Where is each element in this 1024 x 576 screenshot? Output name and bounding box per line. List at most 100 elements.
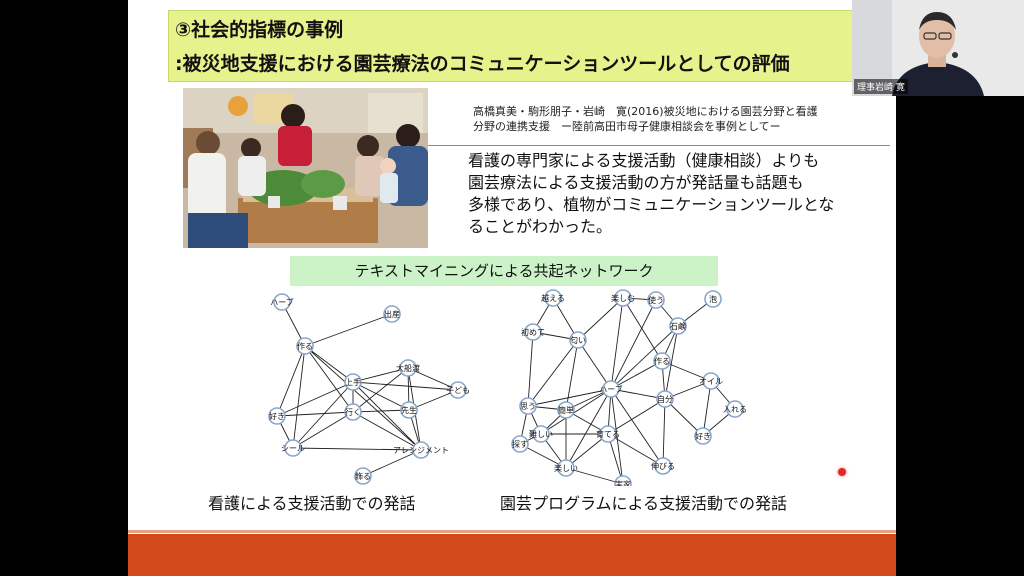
- presentation-slide: ③社会的指標の事例 :被災地支援における園芸療法のコミュニケーションツールとして…: [128, 0, 896, 576]
- network-node-circle: [354, 467, 372, 485]
- network-node-circle: [614, 289, 632, 307]
- network-node: 作る: [653, 352, 671, 370]
- network-edge: [661, 360, 712, 382]
- network-edge: [527, 388, 612, 407]
- footer-accent-line: [128, 530, 896, 533]
- network-edge: [408, 389, 459, 411]
- network-edge: [362, 449, 422, 477]
- network-node: 実家: [614, 475, 632, 486]
- network-edge: [304, 345, 354, 383]
- network-node-label: 難しい: [529, 429, 553, 439]
- network-edge: [610, 388, 666, 400]
- horticulture-cooccurrence-network: 越える楽しむ使う泡初めて石鹸匂い作るハーブオイル思う簡単自分入れる難しい育てる好…: [511, 289, 747, 486]
- slide-title: ③社会的指標の事例: [175, 19, 344, 41]
- speaker-name-label: 理事岩崎 寛: [854, 79, 908, 94]
- network-node: 好き: [268, 407, 286, 425]
- network-node-label: 石鹸: [670, 321, 686, 331]
- network-node-label: 入れる: [723, 405, 747, 414]
- network-edge: [702, 380, 712, 437]
- network-edge: [565, 467, 624, 485]
- network-edge: [527, 331, 534, 407]
- network-node-circle: [399, 359, 417, 377]
- network-edge: [662, 398, 666, 467]
- network-edge: [352, 381, 459, 391]
- network-node-label: 上手: [345, 377, 361, 387]
- slide-subtitle: :被災地支援における園芸療法のコミュニケーションツールとしての評価: [175, 53, 790, 75]
- network-node-label: 出産: [384, 309, 400, 319]
- network-edge: [352, 381, 410, 411]
- citation-line-1: 高橋真美・駒形朋子・岩崎 寛(2016)被災地における園芸分野と看護: [473, 105, 818, 118]
- network-node: ハーブ: [270, 293, 294, 311]
- network-node-circle: [654, 457, 672, 475]
- network-node-circle: [519, 397, 537, 415]
- network-node: シール: [281, 439, 305, 457]
- network-node-circle: [524, 323, 542, 341]
- network-node: ハーブ: [599, 380, 623, 398]
- network-edge: [276, 411, 354, 417]
- laser-pointer: [838, 468, 846, 476]
- network-node-label: 好き: [695, 431, 711, 441]
- network-node-circle: [694, 427, 712, 445]
- summary-line: 看護の専門家による支援活動（健康相談）よりも: [468, 151, 820, 170]
- network-node-circle: [653, 352, 671, 370]
- network-node: 上手: [344, 373, 362, 391]
- network-edge: [292, 447, 422, 451]
- network-node-circle: [273, 293, 291, 311]
- caption-nursing: 看護による支援活動での発話: [208, 494, 416, 513]
- activity-photo: [183, 88, 428, 248]
- network-node-label: 飾る: [355, 471, 371, 481]
- network-node-label: アレンジメント: [393, 446, 449, 455]
- network-node-circle: [569, 331, 587, 349]
- network-edge: [527, 339, 579, 407]
- network-node-label: 伸びる: [651, 461, 675, 471]
- network-edge: [292, 411, 354, 449]
- network-node-circle: [532, 425, 550, 443]
- network-node: 好き: [694, 427, 712, 445]
- network-node: 石鹸: [669, 317, 687, 335]
- network-node-circle: [344, 403, 362, 421]
- network-node: 越える: [541, 289, 565, 307]
- network-node-circle: [412, 441, 430, 459]
- network-node-circle: [602, 380, 620, 398]
- network-node-label: ハーブ: [599, 384, 623, 394]
- network-node-circle: [614, 475, 632, 486]
- network-node-circle: [284, 439, 302, 457]
- network-edge: [352, 409, 410, 413]
- network-node: 楽しむ: [611, 289, 635, 307]
- network-edge: [622, 297, 663, 362]
- network-node-label: 匂い: [570, 335, 586, 345]
- network-node: オイル: [699, 372, 723, 390]
- network-node: 行く: [344, 403, 362, 421]
- network-node-circle: [511, 435, 529, 453]
- network-node: 初めて: [521, 323, 545, 341]
- network-node-label: 楽しい: [554, 463, 578, 473]
- network-node-circle: [449, 381, 467, 399]
- summary-line: 多様であり、植物がコミュニケーションツールとな: [468, 195, 835, 214]
- network-node-circle: [400, 401, 418, 419]
- network-node-label: 自分: [657, 394, 673, 404]
- caption-horticulture: 園芸プログラムによる支援活動での発話: [500, 494, 788, 513]
- network-node-circle: [544, 289, 562, 307]
- network-node: 育てる: [596, 425, 620, 443]
- summary-text: 看護の専門家による支援活動（健康相談）よりも 園芸療法による支援活動の方が発話量…: [468, 150, 868, 238]
- network-node: 探す: [511, 435, 529, 453]
- title-box: ③社会的指標の事例 :被災地支援における園芸療法のコミュニケーションツールとして…: [168, 10, 894, 82]
- network-node: 先生: [400, 401, 418, 419]
- network-edge: [352, 411, 422, 451]
- network-node-label: 大船渡: [396, 363, 420, 373]
- network-node-label: 先生: [401, 405, 417, 415]
- network-node: 匂い: [569, 331, 587, 349]
- network-node: アレンジメント: [393, 441, 449, 459]
- network-edge: [565, 339, 579, 411]
- network-edge: [304, 313, 393, 347]
- network-node-circle: [702, 372, 720, 390]
- network-node: 難しい: [529, 425, 553, 443]
- network-node-circle: [726, 400, 744, 418]
- network-node-label: シール: [281, 444, 305, 453]
- network-node: 子ども: [446, 381, 470, 399]
- network-edge: [292, 345, 306, 449]
- network-edge: [304, 345, 422, 451]
- network-edge: [610, 299, 657, 390]
- network-edge: [610, 297, 624, 390]
- network-edge: [565, 388, 612, 469]
